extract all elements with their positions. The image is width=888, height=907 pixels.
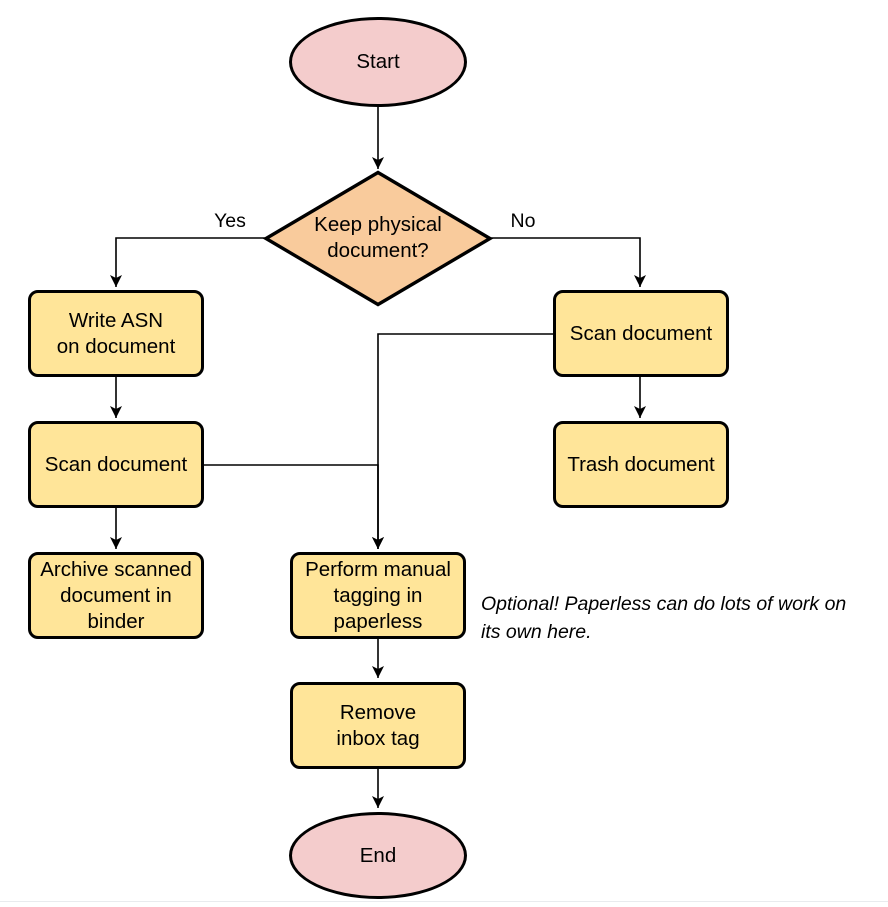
node-archive-scanned: Archive scanned document in binder (28, 552, 204, 639)
node-manual-tagging: Perform manual tagging in paperless (290, 552, 466, 639)
connector-decision-yes-to-write-asn (110, 237, 265, 287)
node-start: Start (289, 17, 467, 107)
decision-diamond-shape (262, 170, 494, 307)
edge-label-no: No (504, 211, 542, 232)
decision-diamond-polygon (262, 170, 494, 307)
connector-scan-left-to-tagging (204, 464, 384, 549)
node-scan-document-left: Scan document (28, 421, 204, 508)
node-decision-label: Keep physical document? (314, 213, 442, 262)
node-write-asn: Write ASN on document (28, 290, 204, 377)
node-scan-document-right: Scan document (553, 290, 729, 377)
optional-annotation: Optional! Paperless can do lots of work … (481, 593, 847, 643)
node-remove-inbox-tag: Remove inbox tag (290, 682, 466, 769)
edge-label-yes: Yes (209, 211, 251, 232)
bottom-separator-line (0, 901, 888, 902)
node-trash-document: Trash document (553, 421, 729, 508)
connector-decision-no-to-scan-right (490, 237, 646, 287)
node-end: End (289, 812, 467, 899)
connector-scan-right-to-tagging (372, 333, 553, 549)
